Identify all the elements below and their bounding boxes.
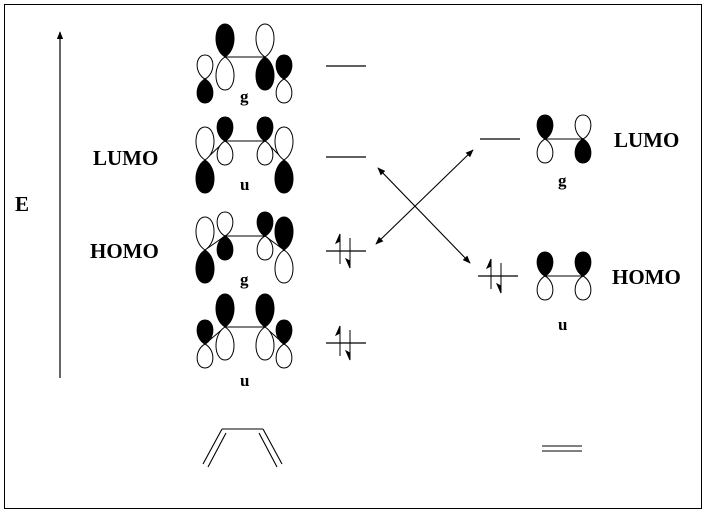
- diene-psi3-symmetry: u: [240, 175, 249, 194]
- interaction-arrow-diene-lumo-alkene-homo: [377, 167, 471, 264]
- energy-axis-label: E: [15, 192, 29, 216]
- alkene-homo-label: HOMO: [612, 265, 681, 289]
- alkene-pi-star-symmetry: g: [558, 171, 567, 190]
- diene-homo-label: HOMO: [90, 239, 159, 263]
- diene-orbital-psi4: [196, 23, 293, 104]
- butadiene-structure: [202, 428, 283, 468]
- diene-psi1-symmetry: u: [240, 371, 249, 390]
- alkene-orbital-pi: [536, 251, 592, 301]
- alkene-pi-symmetry: u: [558, 315, 567, 334]
- ethylene-structure: [542, 445, 582, 452]
- diene-psi2-symmetry: g: [240, 270, 249, 289]
- diene-orbital-psi2: [195, 211, 294, 284]
- diene-psi2-electron-pair: [334, 233, 351, 269]
- interaction-arrow-diene-homo-alkene-lumo: [375, 149, 474, 245]
- diene-psi4-symmetry: g: [240, 87, 249, 106]
- alkene-homo-electron-pair: [485, 258, 502, 294]
- diagram-frame: [4, 4, 702, 509]
- diene-psi1-electron-pair: [334, 325, 351, 361]
- diene-lumo-label: LUMO: [93, 146, 158, 170]
- diene-orbital-psi1: [196, 293, 293, 369]
- diene-orbital-psi3: [195, 116, 294, 194]
- alkene-lumo-label: LUMO: [614, 128, 679, 152]
- alkene-orbital-pi-star: [536, 114, 592, 164]
